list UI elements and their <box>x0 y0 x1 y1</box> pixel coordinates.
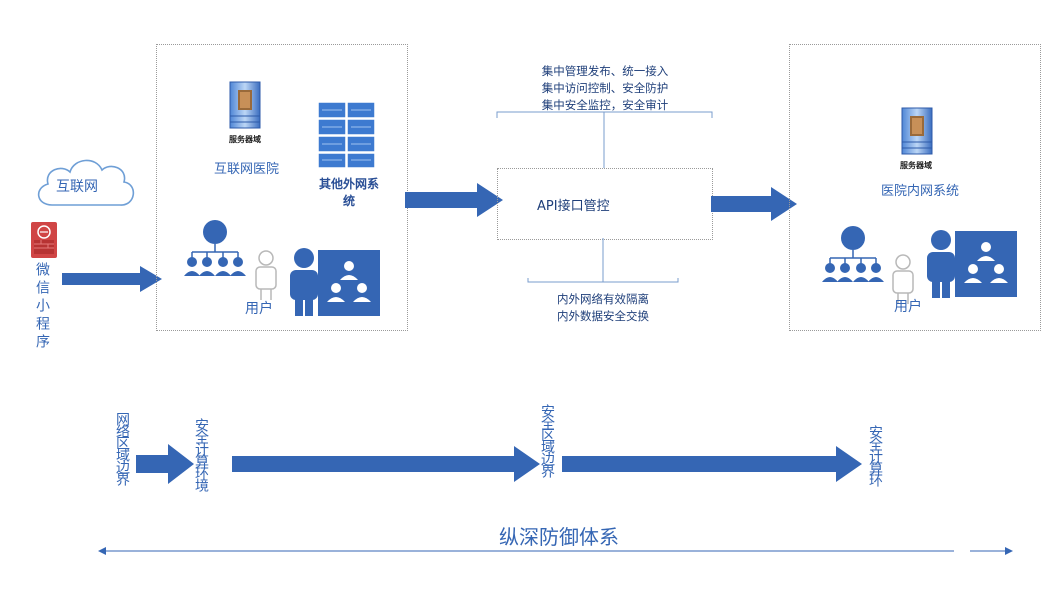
internet-hospital-title: 互联网医院 <box>214 162 280 177</box>
other-systems-label: 其他外网系统 <box>318 177 379 208</box>
arrow-api-to-intranet <box>711 187 797 221</box>
api-top-note-1: 集中管理发布、统一接入 <box>541 64 669 78</box>
intranet-person-outline-icon <box>892 254 914 304</box>
person-icon <box>290 248 318 316</box>
server-icon <box>229 81 261 129</box>
defense-arrow-3 <box>562 446 862 482</box>
zone-network-boundary: 网络区域边界 <box>114 412 130 484</box>
api-bottom-bracket <box>527 238 679 283</box>
defense-arrow-1 <box>136 444 194 484</box>
hospital-users-label: 用户 <box>245 301 273 317</box>
wechat-mini-program-icon <box>31 222 57 258</box>
wechat-mini-program-label: 微信小程序 <box>34 262 50 352</box>
other-systems-icon <box>317 101 376 169</box>
api-bottom-note-1: 内外网络有效隔离 <box>557 292 649 306</box>
api-top-note-2: 集中访问控制、安全防护 <box>541 81 669 95</box>
person-outline-icon <box>255 250 277 300</box>
api-gateway-title: API接口管控 <box>537 199 610 214</box>
intranet-title: 医院内网系统 <box>880 184 959 199</box>
intranet-person-icon <box>927 230 955 298</box>
defense-axis-label: 纵深防御体系 <box>493 521 625 550</box>
arrow-hospital-to-api <box>405 183 503 217</box>
zone-secure-region-boundary: 安全区域边界 <box>539 404 555 476</box>
server-caption: 服务器域 <box>229 135 261 144</box>
api-bottom-notes: 内外网络有效隔离 内外数据安全交换 <box>530 291 676 325</box>
intranet-server-icon <box>901 107 933 155</box>
api-top-notes: 集中管理发布、统一接入 集中访问控制、安全防护 集中安全监控，安全审计 <box>526 63 684 114</box>
group-board-icon <box>318 250 380 316</box>
internet-cloud-icon <box>37 159 135 206</box>
zone-secure-computing: 安全计算环境 <box>193 418 209 490</box>
api-top-bracket <box>496 111 713 168</box>
user-hierarchy-icon <box>184 220 246 276</box>
defense-axis <box>98 547 1013 555</box>
defense-arrow-2 <box>232 446 540 482</box>
api-bottom-note-2: 内外数据安全交换 <box>557 309 649 323</box>
intranet-server-caption: 服务器域 <box>900 161 932 170</box>
intranet-zone <box>789 44 1041 331</box>
zone-secure-computing-2: 安全计算环 <box>867 425 883 485</box>
arrow-wechat-to-hospital <box>62 266 162 292</box>
internet-hospital-zone <box>156 44 408 331</box>
internet-cloud-label: 互联网 <box>56 179 98 195</box>
api-top-note-3: 集中安全监控，安全审计 <box>541 98 669 112</box>
intranet-user-hierarchy-icon <box>822 226 884 282</box>
intranet-group-board-icon <box>955 231 1017 297</box>
intranet-users-label: 用户 <box>894 299 922 315</box>
